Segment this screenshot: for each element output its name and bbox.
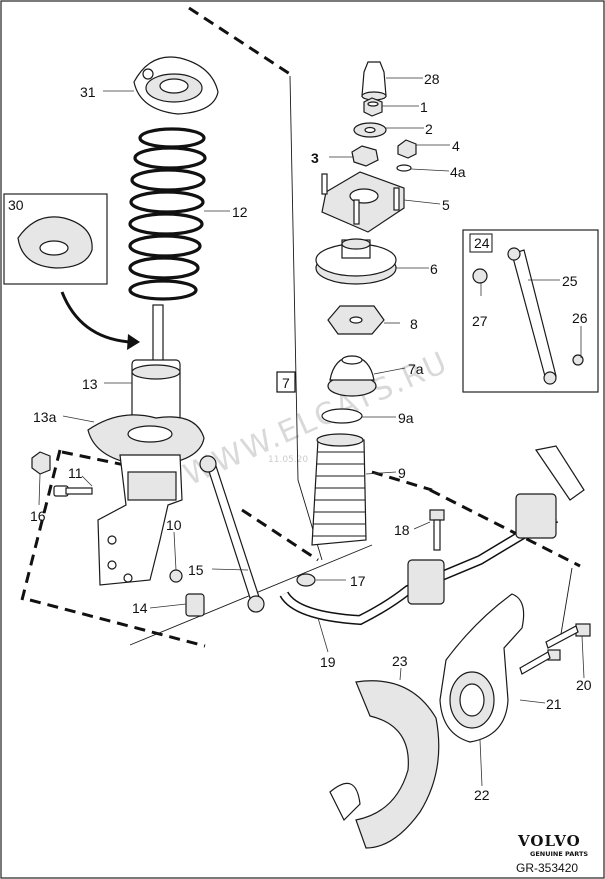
part-17-nut bbox=[296, 573, 316, 587]
part-16-nut bbox=[31, 451, 51, 475]
part-4a-washer bbox=[396, 164, 412, 172]
label-23: 23 bbox=[392, 653, 408, 669]
label-16: 16 bbox=[30, 508, 46, 524]
dashed-outline-mid bbox=[241, 508, 319, 562]
strut-lower-bracket bbox=[97, 454, 183, 586]
part-12-coil-spring bbox=[128, 127, 207, 301]
label-3: 3 bbox=[311, 150, 319, 166]
dashed-outline-stabilizer-right bbox=[429, 488, 581, 568]
label-2: 2 bbox=[425, 121, 433, 137]
leader-lines bbox=[38, 77, 585, 787]
label-20: 20 bbox=[576, 677, 592, 693]
dashed-outline-knuckle-bottom bbox=[29, 598, 206, 648]
part-5-top-mount bbox=[321, 171, 405, 233]
part-9-dust-boot bbox=[311, 433, 367, 546]
label-14: 14 bbox=[132, 600, 148, 616]
label-30: 30 bbox=[8, 197, 24, 213]
label-8: 8 bbox=[410, 316, 418, 332]
inset-part-24 bbox=[462, 229, 599, 393]
part-3-clip bbox=[351, 145, 379, 167]
label-27: 27 bbox=[472, 313, 488, 329]
part-31-spring-seat bbox=[133, 56, 219, 115]
label-9a: 9a bbox=[398, 410, 414, 426]
part-13a-lower-seat bbox=[87, 414, 205, 467]
label-12: 12 bbox=[232, 204, 248, 220]
dashed-outline-top bbox=[188, 6, 291, 76]
arrow-30-to-strut bbox=[60, 291, 131, 344]
label-24: 24 bbox=[474, 235, 490, 251]
label-13: 13 bbox=[82, 376, 98, 392]
part-11-bolt bbox=[53, 485, 93, 497]
part-15-stabilizer-link bbox=[199, 455, 265, 613]
part-6-bearing bbox=[315, 238, 397, 285]
label-4a: 4a bbox=[450, 164, 466, 180]
label-15: 15 bbox=[188, 562, 204, 578]
label-11: 11 bbox=[68, 465, 83, 481]
label-9: 9 bbox=[398, 465, 406, 481]
part-28-cap bbox=[361, 61, 387, 101]
label-31: 31 bbox=[80, 84, 96, 100]
label-13a: 13a bbox=[33, 409, 57, 425]
part-7a-bump-stop bbox=[327, 355, 377, 397]
label-25: 25 bbox=[562, 273, 578, 289]
part-21-bolt bbox=[519, 649, 561, 675]
part-9a-ring bbox=[321, 408, 363, 424]
part-14-bushing bbox=[185, 593, 205, 617]
label-10: 10 bbox=[166, 517, 182, 533]
brand-tagline: GENUINE PARTS bbox=[530, 850, 588, 858]
part-22-steering-knuckle bbox=[439, 593, 525, 743]
label-26: 26 bbox=[572, 310, 588, 326]
part-23-brake-shield bbox=[329, 680, 440, 849]
part-10-nut bbox=[169, 569, 183, 583]
brand-name: VOLVO bbox=[517, 832, 581, 850]
label-6: 6 bbox=[430, 261, 438, 277]
watermark-date: 11.05.20 bbox=[268, 455, 308, 465]
label-4: 4 bbox=[452, 138, 460, 154]
diagram-reference: GR-353420 bbox=[516, 861, 578, 875]
label-21: 21 bbox=[546, 696, 562, 712]
arrow-head bbox=[127, 334, 140, 350]
part-4-nut bbox=[397, 139, 417, 159]
part-18-bolt bbox=[429, 509, 445, 551]
label-5: 5 bbox=[442, 197, 450, 213]
construction-line-right bbox=[559, 567, 573, 641]
dashed-outline-stabilizer-top bbox=[371, 470, 433, 492]
part-2-washer bbox=[353, 122, 387, 138]
label-7a: 7a bbox=[408, 361, 424, 377]
label-7: 7 bbox=[282, 375, 290, 391]
label-18: 18 bbox=[394, 522, 410, 538]
label-22: 22 bbox=[474, 787, 490, 803]
dashed-outline-knuckle-left bbox=[20, 449, 62, 601]
part-20-bolt bbox=[545, 623, 591, 649]
inset-part-30 bbox=[3, 193, 108, 285]
label-28: 28 bbox=[424, 71, 440, 87]
label-1: 1 bbox=[420, 99, 428, 115]
box-24 bbox=[469, 233, 493, 253]
part-8-spring-seat bbox=[327, 305, 385, 335]
label-17: 17 bbox=[350, 573, 366, 589]
part-19-stabilizer-bar bbox=[279, 445, 585, 626]
box-7 bbox=[276, 371, 296, 393]
label-19: 19 bbox=[320, 654, 336, 670]
part-1-nut bbox=[363, 97, 383, 117]
